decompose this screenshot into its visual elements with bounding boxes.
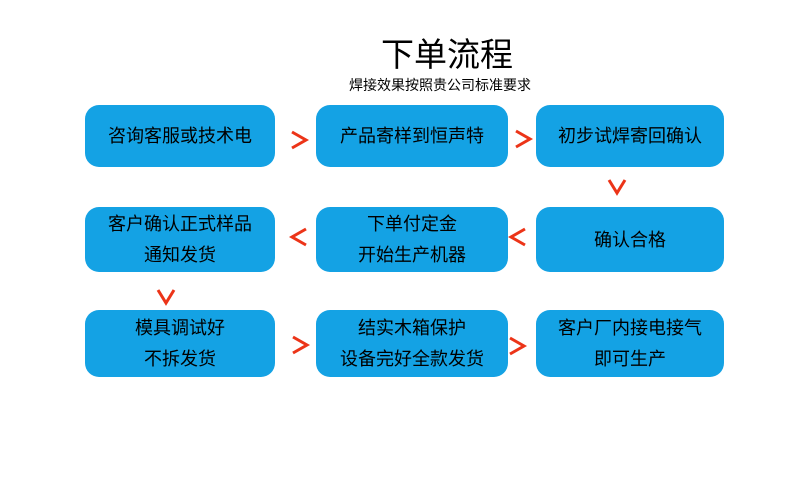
flow-step-label: 通知发货 [144,245,216,265]
flow-step-send-sample: 产品寄样到恒声特 [316,105,508,167]
flow-step-customer-setup-produce: 客户厂内接电接气 即可生产 [536,310,724,377]
flow-step-label: 下单付定金 [367,214,457,234]
flow-step-trial-weld-confirm: 初步试焊寄回确认 [536,105,724,167]
flow-step-consult-service: 咨询客服或技术电 [85,105,275,167]
flow-step-label: 不拆发货 [144,349,216,369]
flow-step-label: 模具调试好 [135,318,225,338]
flow-step-mold-debug-ship: 模具调试好 不拆发货 [85,310,275,377]
arrow-right-icon [509,336,528,356]
flow-step-order-deposit: 下单付定金 开始生产机器 [316,207,508,272]
arrow-left-icon [288,227,307,247]
arrow-left-icon [507,227,526,247]
arrow-down-icon [607,179,627,196]
arrow-down-icon [156,289,176,306]
flow-step-crate-full-payment: 结实木箱保护 设备完好全款发货 [316,310,508,377]
arrow-right-icon [291,130,310,150]
page-subtitle: 焊接效果按照贵公司标准要求 [349,77,531,93]
arrow-right-icon [292,335,311,355]
flow-step-label: 确认合格 [594,229,666,250]
flow-step-label: 客户厂内接电接气 [558,318,702,338]
arrow-right-icon [515,129,534,149]
flow-step-confirm-sample-ship: 客户确认正式样品 通知发货 [85,207,275,272]
flow-step-label: 设备完好全款发货 [340,349,484,369]
flow-step-confirm-qualified: 确认合格 [536,207,724,272]
flow-step-label: 产品寄样到恒声特 [340,126,484,146]
flow-step-label: 初步试焊寄回确认 [558,126,702,146]
flow-step-label: 开始生产机器 [358,245,466,265]
flow-step-label: 结实木箱保护 [358,318,466,338]
flow-step-label: 客户确认正式样品 [108,214,252,234]
flow-step-label: 即可生产 [594,349,666,369]
page-title: 下单流程 [381,36,513,73]
flow-step-label: 咨询客服或技术电 [108,126,252,146]
